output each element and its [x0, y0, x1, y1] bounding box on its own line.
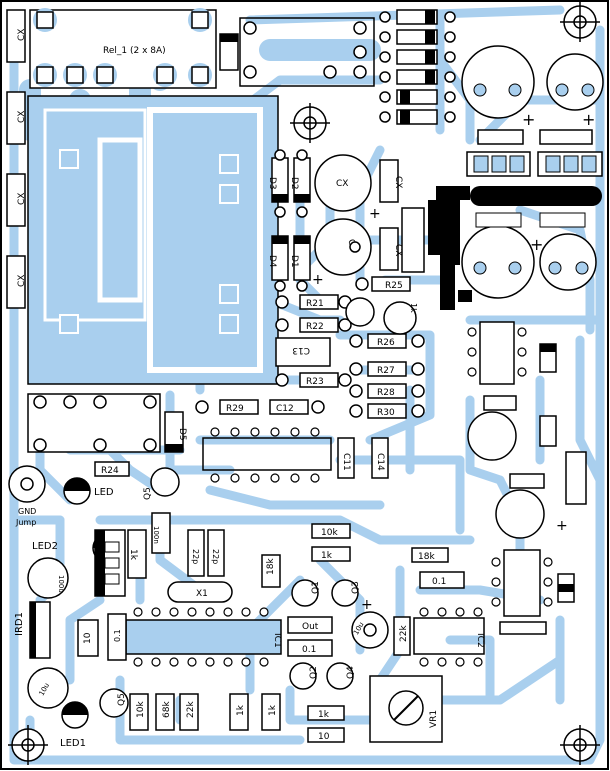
- mounting-holes: [8, 2, 600, 765]
- resistor-label: 10k: [136, 701, 146, 718]
- trimmer-label: VR1: [429, 710, 439, 728]
- jump-label: Jump: [15, 518, 36, 527]
- connector-label: CX: [17, 111, 27, 123]
- resistor-bank: R21 R22 R23 R25 R26 R27 R28 R30 R29 C12 …: [195, 276, 425, 419]
- ic1-body: [125, 619, 282, 655]
- relay-body: [29, 9, 217, 89]
- led-label: LED: [94, 487, 114, 498]
- cap-label: C14: [375, 453, 385, 471]
- diode-label: D5: [177, 428, 187, 441]
- cap-label: 22p: [211, 549, 220, 564]
- connector-label: CX: [17, 275, 27, 287]
- led-label: LED2: [32, 541, 58, 552]
- resistor-label: 18k: [418, 552, 435, 562]
- cap-label: CX: [336, 179, 348, 189]
- ic-label: IC2: [475, 633, 485, 648]
- plus-mark: +: [522, 110, 535, 129]
- diodes-bridge: [271, 157, 311, 281]
- resistor-label: 1k: [236, 704, 246, 716]
- resistor-label: R26: [377, 338, 395, 348]
- resistor-label: R28: [377, 388, 395, 398]
- connector-label: CX: [17, 29, 27, 41]
- resistor-label: 10: [83, 632, 93, 644]
- cap-label: CX: [393, 176, 403, 188]
- connector-label: CX: [17, 193, 27, 205]
- resistor-label: 22k: [186, 701, 196, 718]
- resistor-label: R25: [385, 281, 403, 291]
- diode-label: D1: [289, 255, 299, 268]
- diode-label: D4: [267, 255, 277, 268]
- cap-label: 0.1: [302, 645, 316, 655]
- diode-label: D3: [267, 177, 277, 190]
- regulators: [466, 129, 603, 228]
- resistor-label: R27: [377, 366, 395, 376]
- resistor-label: R23: [306, 377, 324, 387]
- resistor-label: 68k: [162, 701, 172, 718]
- plus-mark: +: [369, 206, 381, 222]
- transistor-label: Q2: [309, 666, 319, 679]
- transistor-label: Q4: [346, 666, 356, 679]
- transistor-label: Q1: [311, 581, 321, 594]
- resistor-label: 1k: [321, 551, 333, 561]
- resistor-label: 1k: [268, 704, 278, 716]
- ird-label: IRD1: [14, 612, 25, 636]
- transistor-label: Q5: [143, 487, 153, 500]
- plus-mark: +: [556, 518, 568, 534]
- diode-stack: [379, 9, 456, 125]
- resistor-label: R24: [101, 466, 119, 476]
- cap-label: C12: [276, 404, 294, 414]
- out-label: Out: [302, 622, 319, 632]
- heatsink-trace: [428, 186, 470, 310]
- resistor-label: 1k: [128, 549, 138, 561]
- diode-label: D2: [289, 177, 299, 190]
- cap-label: C11: [341, 453, 351, 471]
- left-connectors: CX CX CX CX: [6, 9, 27, 309]
- resistor-label: 1k: [318, 710, 330, 720]
- main-filter-caps: CX CX + +: [312, 154, 381, 288]
- relay-2-body: [239, 17, 375, 87]
- led-tag: 1k: [409, 303, 418, 313]
- plus-mark: +: [312, 272, 324, 288]
- plus-mark: +: [582, 110, 595, 129]
- cap-label: 100n: [152, 526, 160, 544]
- resistor-label: R29: [226, 404, 244, 414]
- cap-label: C13: [292, 345, 310, 355]
- resistor-label: 18k: [266, 558, 276, 575]
- cap-label: 100u: [57, 575, 65, 593]
- transistor-label: Q3: [351, 581, 361, 594]
- resistor-label: R22: [306, 322, 324, 332]
- crystal-label: X1: [196, 589, 208, 599]
- led-label: LED1: [60, 738, 86, 749]
- relay-label: Rel_1 (2 x 8A): [103, 46, 166, 56]
- resistor-label: 22k: [399, 625, 409, 642]
- resistor-label: R30: [377, 408, 395, 418]
- resistor-label: 10: [318, 732, 330, 742]
- cap-label: 22p: [191, 549, 200, 564]
- top-right-capacitors: [461, 45, 604, 299]
- cap-label: 0.1: [113, 629, 122, 642]
- cap-label: CX: [393, 244, 403, 256]
- ic-label: IC1: [272, 633, 282, 648]
- resistor-label: 10k: [321, 528, 338, 538]
- resistor-label: R21: [306, 299, 324, 309]
- plus-mark: +: [530, 235, 543, 254]
- gnd-label: GND: [18, 507, 36, 516]
- transistor-label: Q5: [117, 693, 127, 706]
- plus-mark: +: [361, 597, 373, 613]
- cap-label: 0.1: [432, 577, 446, 587]
